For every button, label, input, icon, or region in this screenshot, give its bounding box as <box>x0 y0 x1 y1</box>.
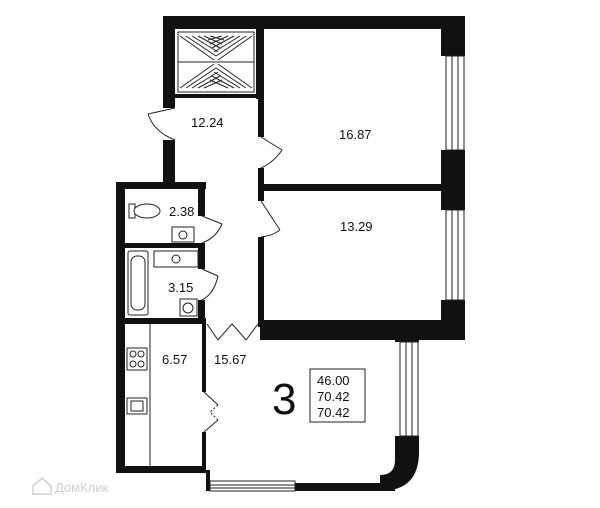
window-living-bottom <box>209 480 296 492</box>
window-top-bedroom <box>445 55 465 151</box>
washing-machine-icon <box>179 298 198 317</box>
window-living-right <box>399 341 419 437</box>
watermark: ДомКлик <box>32 476 109 495</box>
area-line-1: 46.00 <box>317 373 350 388</box>
bath-sink-icon <box>153 250 199 268</box>
room-area-kitchen: 6.57 <box>162 352 187 367</box>
house-logo-icon <box>32 476 52 495</box>
toilet-icon <box>128 203 161 219</box>
area-line-3: 70.42 <box>317 405 350 420</box>
rooms-count: 3 <box>272 375 296 424</box>
room-area-bathroom: 3.15 <box>168 280 193 295</box>
summary: 3 46.00 70.42 70.42 <box>272 368 366 424</box>
walls <box>116 16 465 491</box>
room-labels: 12.24 16.87 13.29 2.38 3.15 6.57 15.67 <box>162 115 373 367</box>
stove-icon <box>126 347 148 371</box>
room-area-bedroom-middle: 13.29 <box>340 219 373 234</box>
watermark-text: ДомКлик <box>55 480 109 495</box>
wardrobe <box>177 31 255 93</box>
door-bathroom <box>201 268 219 301</box>
room-area-living-room: 15.67 <box>214 352 247 367</box>
room-area-toilet: 2.38 <box>169 204 194 219</box>
area-line-2: 70.42 <box>317 389 350 404</box>
bathtub-icon <box>127 250 149 316</box>
sink-icon <box>171 226 195 243</box>
room-area-wardrobe-hall: 12.24 <box>191 115 224 130</box>
windows <box>209 55 465 492</box>
door-middle-bedroom <box>260 200 281 238</box>
kitchen-sink-icon <box>126 397 148 415</box>
doors <box>147 107 283 433</box>
door-entrance <box>147 107 176 141</box>
room-area-bedroom-top: 16.87 <box>339 127 372 142</box>
door-toilet <box>201 215 223 244</box>
door-kitchen <box>203 391 219 433</box>
door-living <box>206 323 259 341</box>
window-middle-bedroom <box>445 209 465 301</box>
door-top-bedroom <box>260 136 283 169</box>
area-box <box>309 368 366 423</box>
fixtures <box>126 203 199 466</box>
